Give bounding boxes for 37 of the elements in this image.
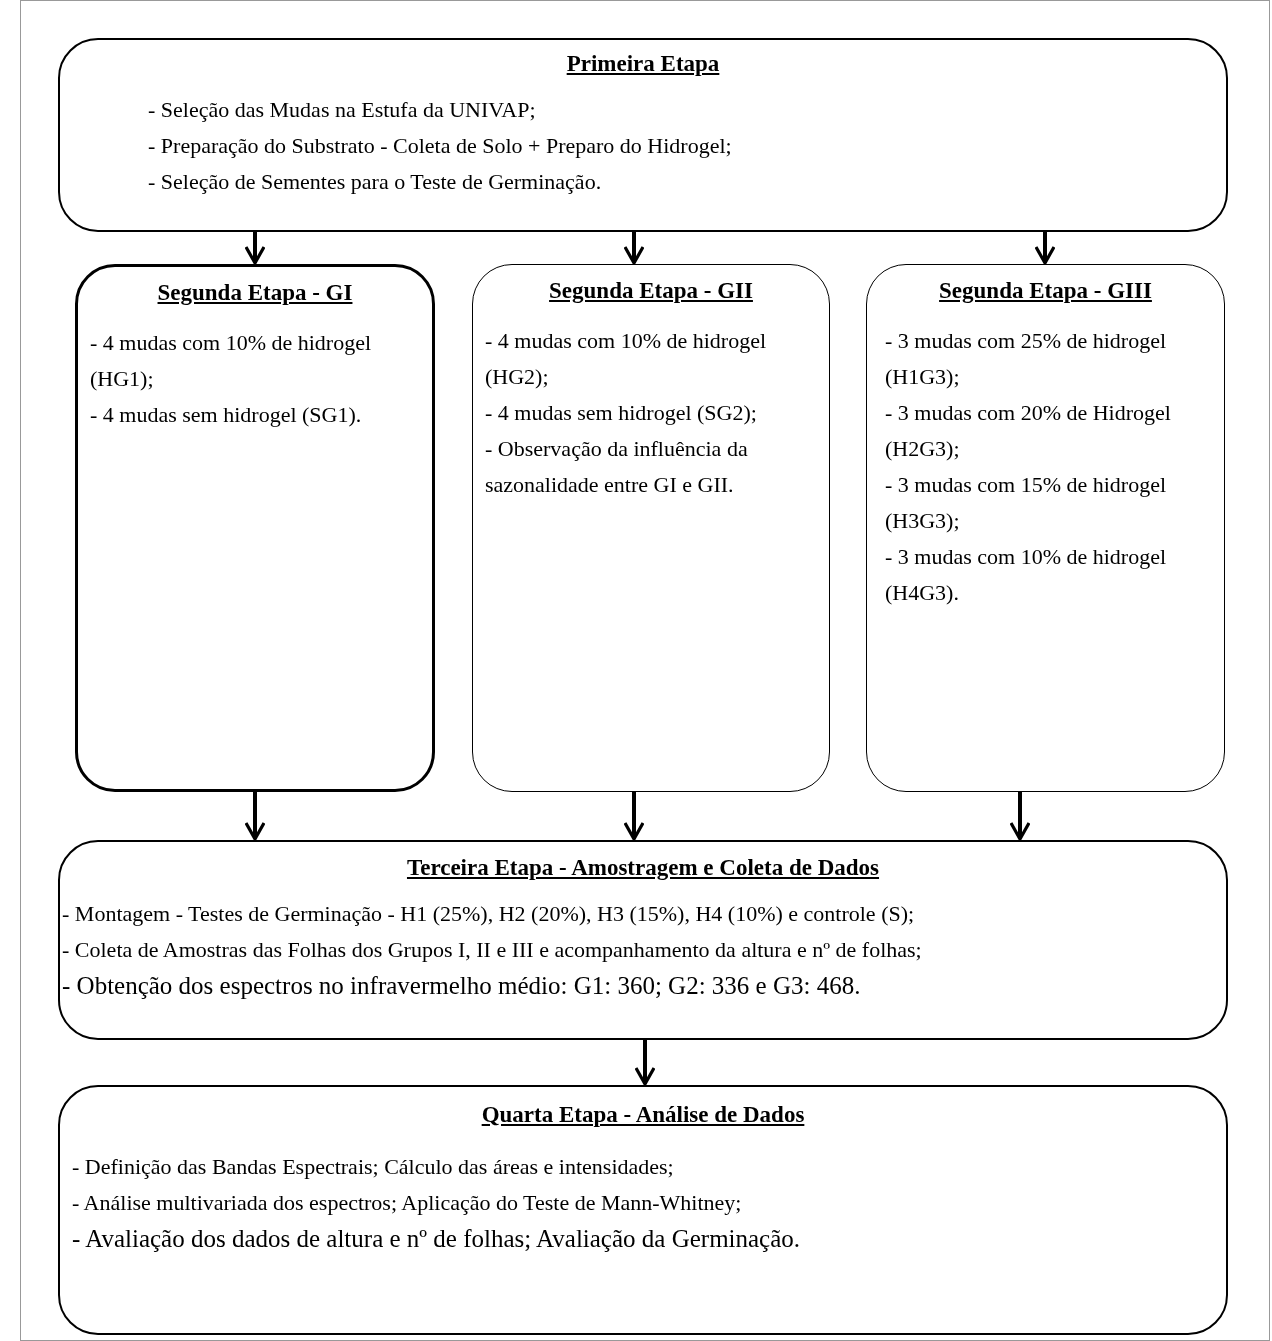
bullet-text: - Definição das Bandas Espectrais; Cálculo das áreas e intensidades; [72, 1153, 675, 1181]
bullet-text: - Coleta de Amostras das Folhas dos Grupos I, II e III e acompanhamento da altura e nº de folhas; [62, 936, 923, 964]
stage-box [866, 264, 1225, 792]
stage-box [58, 38, 1228, 232]
bullet-text: - Obtenção dos espectros no infravermelho médio: G1: 360; G2: 336 e G3: 468. [62, 971, 862, 1001]
stage-heading: Primeira Etapa [565, 50, 721, 78]
bullet-text: - Montagem - Testes de Germinação - H1 (25%), H2 (20%), H3 (15%), H4 (10%) e controle (S); [62, 900, 916, 928]
bullet-text: - Seleção de Sementes para o Teste de Germinação. [148, 168, 603, 196]
stage-box [472, 264, 830, 792]
bullet-text: - 4 mudas sem hidrogel (SG1). [90, 401, 363, 429]
bullet-text: - 3 mudas com 25% de hidrogel (H1G3); [885, 327, 1168, 391]
bullet-text: - Observação da influência da sazonalidade entre GI e GII. [485, 435, 749, 499]
bullet-text: - 3 mudas com 15% de hidrogel (H3G3); [885, 471, 1168, 535]
bullet-text: - 3 mudas com 10% de hidrogel (H4G3). [885, 543, 1168, 607]
arrow [634, 1040, 656, 1086]
arrow [623, 232, 645, 265]
arrow [623, 792, 645, 841]
bullet-text: - 4 mudas com 10% de hidrogel (HG1); [90, 329, 373, 393]
bullet-text: - Preparação do Substrato - Coleta de Solo + Preparo do Hidrogel; [148, 132, 733, 160]
bullet-text: - 4 mudas com 10% de hidrogel (HG2); [485, 327, 768, 391]
bullet-text: - 3 mudas com 20% de Hidrogel (H2G3); [885, 399, 1172, 463]
stage-heading: Segunda Etapa - GI [156, 279, 354, 307]
bullet-text: - Avaliação dos dados de altura e nº de folhas; Avaliação da Germinação. [72, 1224, 802, 1254]
arrow [244, 232, 266, 265]
stage-box [58, 1085, 1228, 1335]
arrow [1009, 792, 1031, 841]
bullet-text: - 4 mudas sem hidrogel (SG2); [485, 399, 758, 427]
stage-box [75, 264, 435, 792]
bullet-text: - Análise multivariada dos espectros; Aplicação do Teste de Mann-Whitney; [72, 1189, 743, 1217]
stage-heading: Segunda Etapa - GII [548, 277, 754, 305]
arrow [1034, 232, 1056, 265]
stage-heading: Quarta Etapa - Análise de Dados [480, 1101, 806, 1129]
stage-heading: Terceira Etapa - Amostragem e Coleta de Dados [405, 854, 881, 882]
stage-box [58, 840, 1228, 1040]
bullet-text: - Seleção das Mudas na Estufa da UNIVAP; [148, 96, 537, 124]
stage-heading: Segunda Etapa - GIII [938, 277, 1153, 305]
arrow [244, 792, 266, 841]
